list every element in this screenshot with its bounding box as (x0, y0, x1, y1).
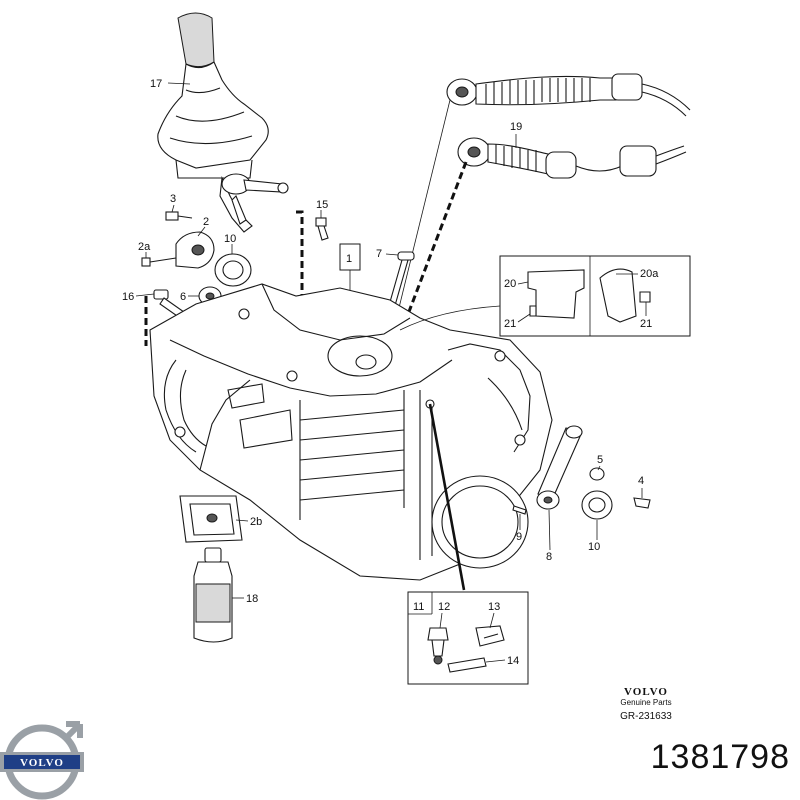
leader-21-left (517, 313, 531, 323)
volvo-logo: VOLVO (0, 721, 84, 800)
oil-bottle-18 (193, 547, 233, 643)
right-small-parts (512, 425, 651, 520)
label-21-left: 21 (504, 318, 516, 330)
cable-guide-line (395, 99, 451, 321)
label-11: 11 (413, 601, 424, 613)
leader-12 (439, 612, 443, 629)
leader-20 (517, 281, 529, 285)
leader-14 (485, 659, 506, 663)
leader-16 (135, 293, 155, 297)
label-17: 17 (150, 78, 162, 90)
label-4: 4 (638, 475, 644, 487)
label-15: 15 (316, 199, 328, 211)
label-1: 1 (346, 253, 352, 265)
bracket-inset (499, 255, 691, 337)
label-9: 9 (516, 531, 522, 543)
brand-name: VOLVO (624, 686, 668, 698)
leader-5 (597, 465, 601, 471)
label-2a: 2a (138, 241, 151, 253)
gear-lever-boot (157, 12, 289, 233)
label-14: 14 (507, 655, 519, 667)
bolt-15 (315, 217, 329, 241)
label-10-right: 10 (588, 541, 600, 553)
leader-17 (167, 82, 191, 85)
label-6: 6 (180, 291, 186, 303)
bracket-marker-15 (296, 210, 304, 300)
label-18: 18 (246, 593, 258, 605)
part-number: 1381798 (650, 738, 790, 776)
label-2b: 2b (250, 516, 262, 528)
diagram-code: GR-231633 (620, 711, 672, 722)
bracket-pointer-line (399, 305, 501, 331)
label-10-left: 10 (224, 233, 236, 245)
leader-13 (489, 612, 495, 629)
leader-2b (235, 519, 249, 522)
brand-block: VOLVO Genuine Parts GR-231633 (596, 686, 696, 722)
label-2: 2 (203, 216, 209, 228)
sensor-inset (407, 591, 529, 685)
label-12: 12 (438, 601, 450, 613)
leader-8 (548, 509, 551, 551)
label-19: 19 (510, 121, 522, 133)
label-3: 3 (170, 193, 176, 205)
leader-3 (171, 204, 175, 213)
volvo-logo-text: VOLVO (20, 757, 64, 769)
gasket-2b (179, 495, 243, 543)
label-7: 7 (376, 248, 382, 260)
leader-2 (197, 226, 206, 237)
brand-subtitle: Genuine Parts (620, 698, 672, 707)
cable-dash-line (400, 161, 468, 331)
label-20: 20 (504, 278, 516, 290)
label-16: 16 (122, 291, 134, 303)
label-5: 5 (597, 454, 603, 466)
label-8: 8 (546, 551, 552, 563)
label-20a: 20a (640, 268, 659, 280)
shift-cables (446, 73, 691, 179)
label-21-right: 21 (640, 318, 652, 330)
label-13: 13 (488, 601, 500, 613)
sensor-pointer-line (428, 403, 466, 591)
leader-7 (385, 253, 399, 256)
